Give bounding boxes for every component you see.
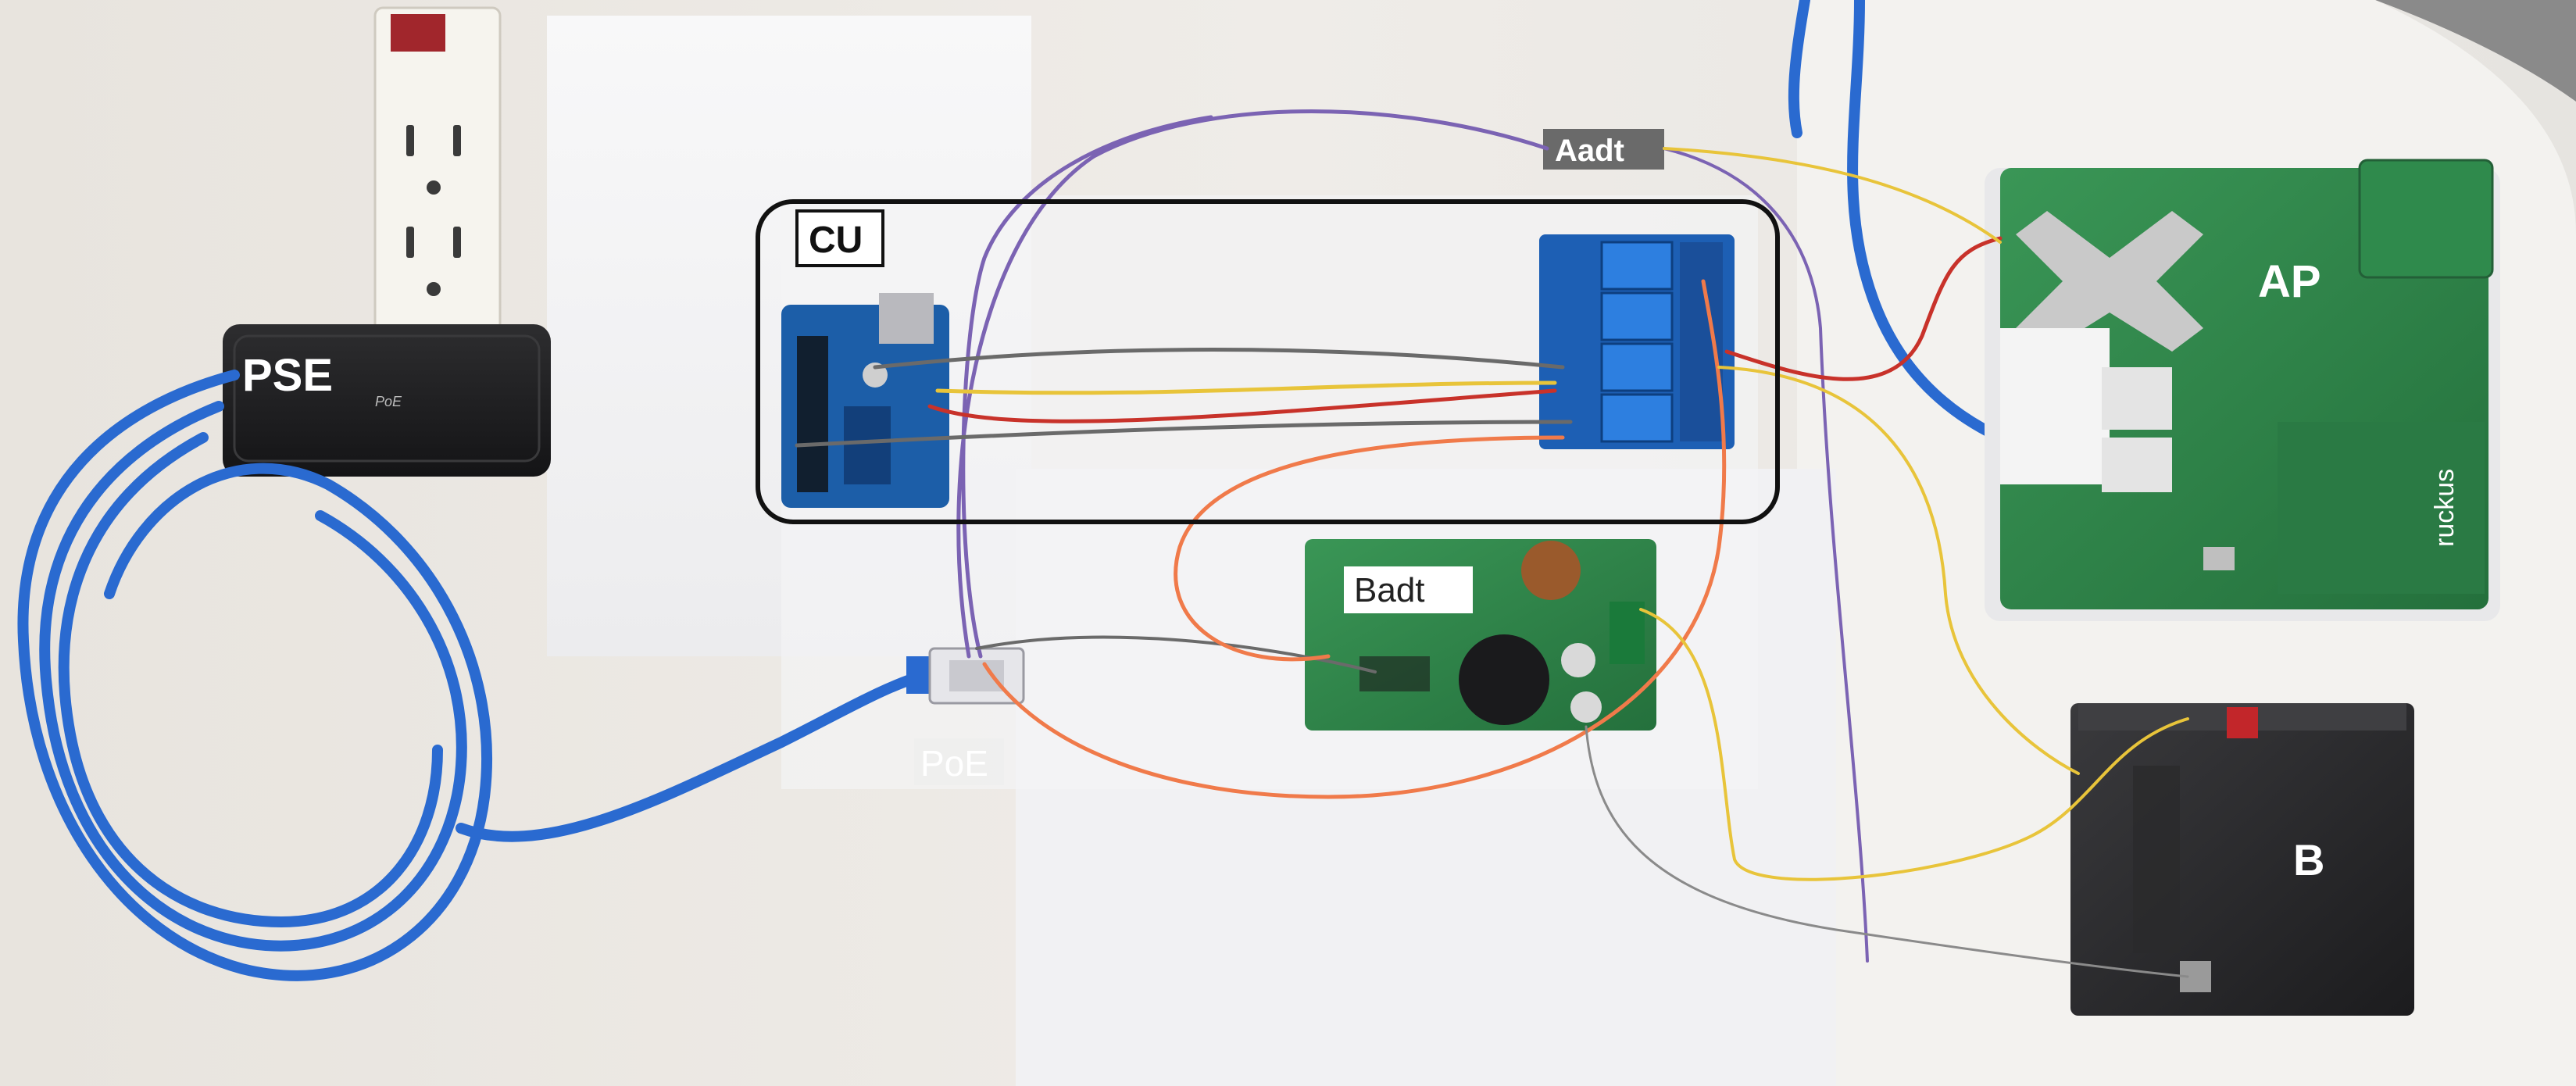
wire-gray-2 bbox=[795, 420, 1573, 448]
wire-orange-1 bbox=[982, 279, 1727, 799]
battery bbox=[2070, 703, 2414, 1016]
wire-yellow-1 bbox=[935, 380, 1557, 395]
svg-text:ruckus: ruckus bbox=[2430, 469, 2460, 547]
cu-boundary-box bbox=[756, 199, 1780, 524]
wire-red-2 bbox=[1724, 236, 2003, 381]
wire-orange-2 bbox=[1174, 435, 1565, 662]
pse-label: PSE bbox=[242, 350, 333, 401]
poe-splitter bbox=[906, 647, 1025, 705]
wire-purple-2 bbox=[961, 115, 1213, 659]
wire-purple-3 bbox=[1663, 147, 1869, 963]
wire-gray-4 bbox=[1585, 725, 2189, 978]
wire-yellow-4 bbox=[1639, 608, 2189, 881]
battery-label: B bbox=[2293, 835, 2324, 884]
ap-label: AP bbox=[2258, 256, 2321, 307]
relay-module bbox=[1539, 234, 1735, 449]
poe-label: PoE bbox=[920, 743, 988, 784]
wire-yellow-3 bbox=[1717, 366, 2080, 775]
cu-label: CU bbox=[809, 220, 863, 261]
pse-injector: PoE bbox=[223, 324, 551, 477]
badt-label: Badt bbox=[1354, 571, 1425, 609]
wire-gray-3 bbox=[975, 635, 1377, 673]
svg-text:PoE: PoE bbox=[375, 394, 402, 409]
access-point-board: ruckus bbox=[1985, 159, 2500, 621]
wires bbox=[795, 109, 2189, 978]
cu-label-box bbox=[795, 209, 884, 267]
arduino-board bbox=[781, 293, 949, 508]
badt-label-box bbox=[1344, 566, 1473, 613]
wire-gray-1 bbox=[873, 348, 1565, 370]
wire-red-1 bbox=[927, 388, 1557, 423]
power-strip bbox=[373, 6, 502, 377]
corner-shadow bbox=[2375, 0, 2576, 102]
wire-purple-1 bbox=[956, 109, 1549, 659]
poe-label-box bbox=[914, 738, 1004, 785]
aadt-label-box bbox=[1543, 129, 1664, 170]
ethernet-cable-coil bbox=[17, 370, 927, 981]
wire-yellow-2 bbox=[1663, 147, 2002, 244]
aadt-label: Aadt bbox=[1555, 134, 1624, 168]
